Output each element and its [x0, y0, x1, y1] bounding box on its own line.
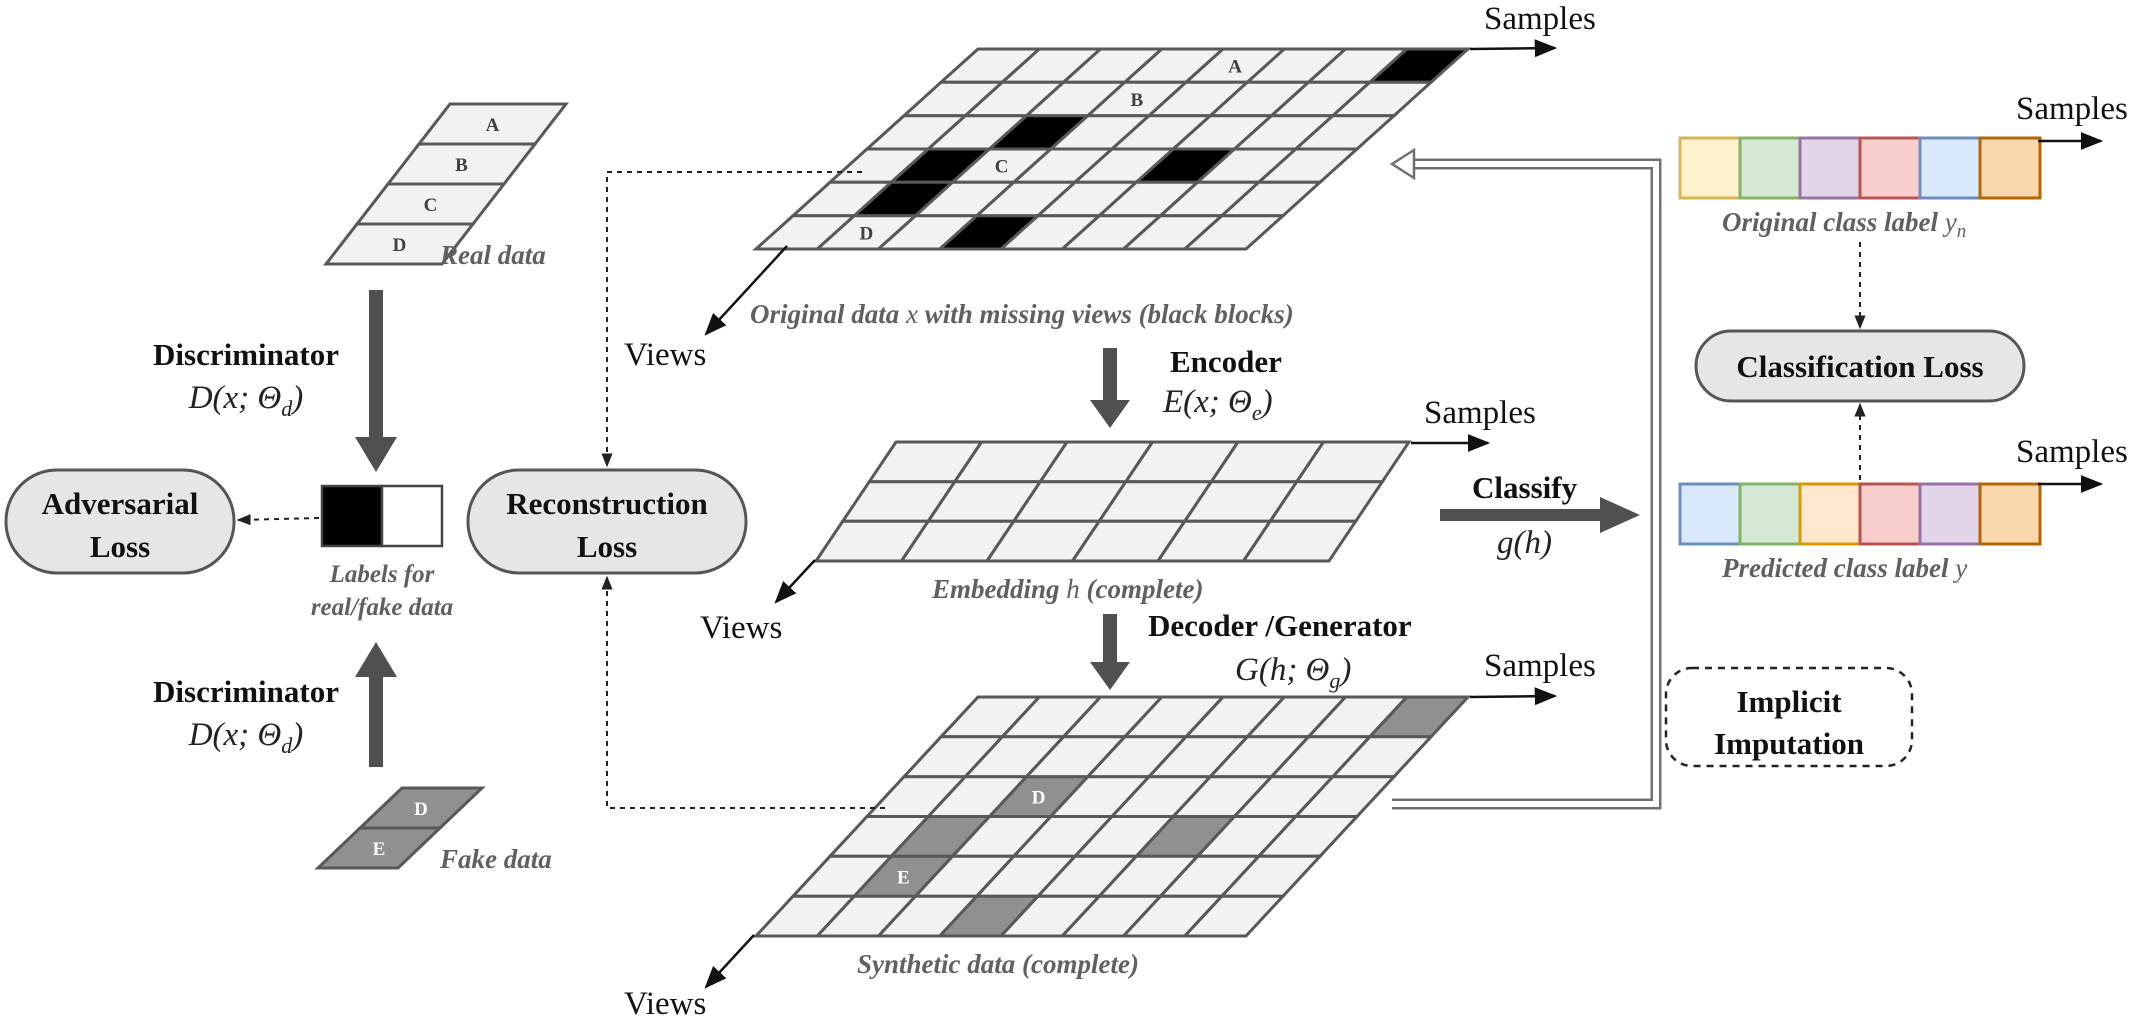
classify-arrow	[1440, 497, 1640, 533]
classification-loss-label: Classification Loss	[1736, 349, 1983, 384]
synthetic-to-reconstruction-connector	[601, 575, 885, 809]
samples-axis-label: Samples	[1484, 648, 1596, 684]
class-label-cell	[1978, 482, 2042, 546]
classify-label: Classify	[1472, 470, 1578, 505]
classification-loss-pill	[1694, 329, 2026, 403]
decoder-arrow	[1090, 614, 1130, 690]
stack-cell	[322, 222, 477, 266]
discriminator-label: Discriminator	[153, 337, 339, 372]
fake-label-cell	[380, 484, 444, 548]
class-label-cell	[1978, 136, 2042, 200]
encoder-label: Encoder	[1170, 344, 1282, 379]
decoder-label: Decoder /Generator	[1148, 608, 1412, 643]
class-label-cell	[1918, 482, 1982, 546]
samples-axis-label: Samples	[1484, 1, 1596, 37]
grid-cell-letter: E	[897, 867, 910, 888]
labels-caption-line1: Labels for	[329, 561, 435, 588]
grid-cell-letter: B	[1131, 90, 1144, 111]
labels-caption-line2: real/fake data	[311, 594, 453, 621]
original-data-caption: Original data x with missing views (blac…	[750, 299, 1294, 329]
discriminator-function: D(x; Θd)	[188, 380, 304, 421]
encoder-function: E(x; Θe)	[1162, 384, 1273, 425]
reconstruction-loss-line1: Reconstruction	[506, 486, 707, 521]
synthetic-data-grid: DE	[752, 695, 1472, 938]
stack-cell-letter: D	[414, 799, 428, 820]
original-data-grid: A B C D	[752, 47, 1472, 251]
fake-data-caption: Fake data	[439, 844, 552, 874]
real-label-cell	[320, 484, 384, 548]
classify-function: g(h)	[1497, 525, 1552, 561]
samples-axis-arrow	[1469, 39, 1558, 58]
encoder-arrow	[1090, 348, 1130, 428]
implicit-imputation-arrow-inner	[1392, 161, 1659, 807]
adversarial-loss-pill	[4, 468, 236, 575]
class-label-cell	[1858, 482, 1922, 546]
implicit-imputation-line2: Imputation	[1714, 726, 1864, 761]
views-axis-arrow	[774, 559, 816, 604]
synthetic-data-caption: Synthetic data (complete)	[857, 949, 1139, 979]
discriminator-fake-arrow	[355, 642, 397, 767]
fake-data-stack: DE	[314, 786, 486, 870]
class-label-cell	[1798, 482, 1862, 546]
stack-cell-letter: B	[455, 155, 468, 176]
original-to-reconstruction-connector	[601, 171, 862, 468]
grid-cell-letter: D	[860, 223, 874, 244]
adversarial-loss-line1: Adversarial	[42, 486, 199, 521]
labels-to-adversarial-connector	[236, 514, 320, 526]
class-label-cell	[1858, 136, 1922, 200]
class-label-cell	[1798, 136, 1862, 200]
class-label-cell	[1678, 136, 1742, 200]
class-label-cell	[1918, 136, 1982, 200]
class-label-cell	[1678, 482, 1742, 546]
grid-cell-letter: D	[1032, 788, 1046, 809]
implicit-imputation-line1: Implicit	[1736, 684, 1842, 719]
grid-cell-letter: A	[1228, 57, 1242, 78]
predicted-class-label-caption: Predicted class label y	[1721, 553, 1967, 583]
stack-cell	[314, 826, 444, 870]
reconstruction-loss-line2: Loss	[577, 529, 637, 564]
decoder-function: G(h; Θg)	[1235, 652, 1351, 693]
views-axis-arrow	[704, 934, 755, 989]
grid-cell	[1181, 894, 1287, 938]
original-class-label-row	[1678, 136, 2042, 200]
reconstruction-loss-pill	[466, 468, 748, 575]
stack-cell-letter: A	[486, 115, 500, 136]
discriminator-real-arrow	[355, 290, 397, 472]
implicit-imputation-box	[1664, 666, 1914, 768]
samples-axis-label: Samples	[1424, 395, 1536, 431]
discriminator-function: D(x; Θd)	[188, 717, 304, 758]
samples-axis-label: Samples	[2016, 434, 2128, 470]
adversarial-loss-line2: Loss	[90, 529, 150, 564]
views-axis-label: Views	[624, 337, 706, 373]
class-label-cell	[1738, 136, 1802, 200]
real-data-caption: Real data	[439, 240, 546, 270]
grid-cell	[1240, 519, 1359, 563]
embedding-caption: Embedding h (complete)	[931, 574, 1203, 604]
discriminator-label: Discriminator	[153, 674, 339, 709]
stack-cell-letter: D	[393, 235, 407, 256]
samples-axis-label: Samples	[2016, 91, 2128, 127]
predicted-class-label-row	[1678, 482, 2042, 546]
stack-cell-letter: E	[373, 839, 386, 860]
grid-cell-letter: C	[995, 157, 1009, 178]
grid-cell	[1180, 214, 1287, 251]
views-axis-label: Views	[700, 610, 782, 646]
samples-axis-arrow	[1469, 687, 1558, 706]
original-class-label-caption: Original class label yn	[1722, 207, 1966, 242]
implicit-imputation-arrowhead	[1389, 147, 1416, 181]
views-axis-arrow	[704, 245, 788, 336]
views-axis-label: Views	[624, 986, 706, 1019]
class-label-cell	[1738, 482, 1802, 546]
stack-cell-letter: C	[424, 195, 438, 216]
embedding-grid	[813, 440, 1412, 563]
